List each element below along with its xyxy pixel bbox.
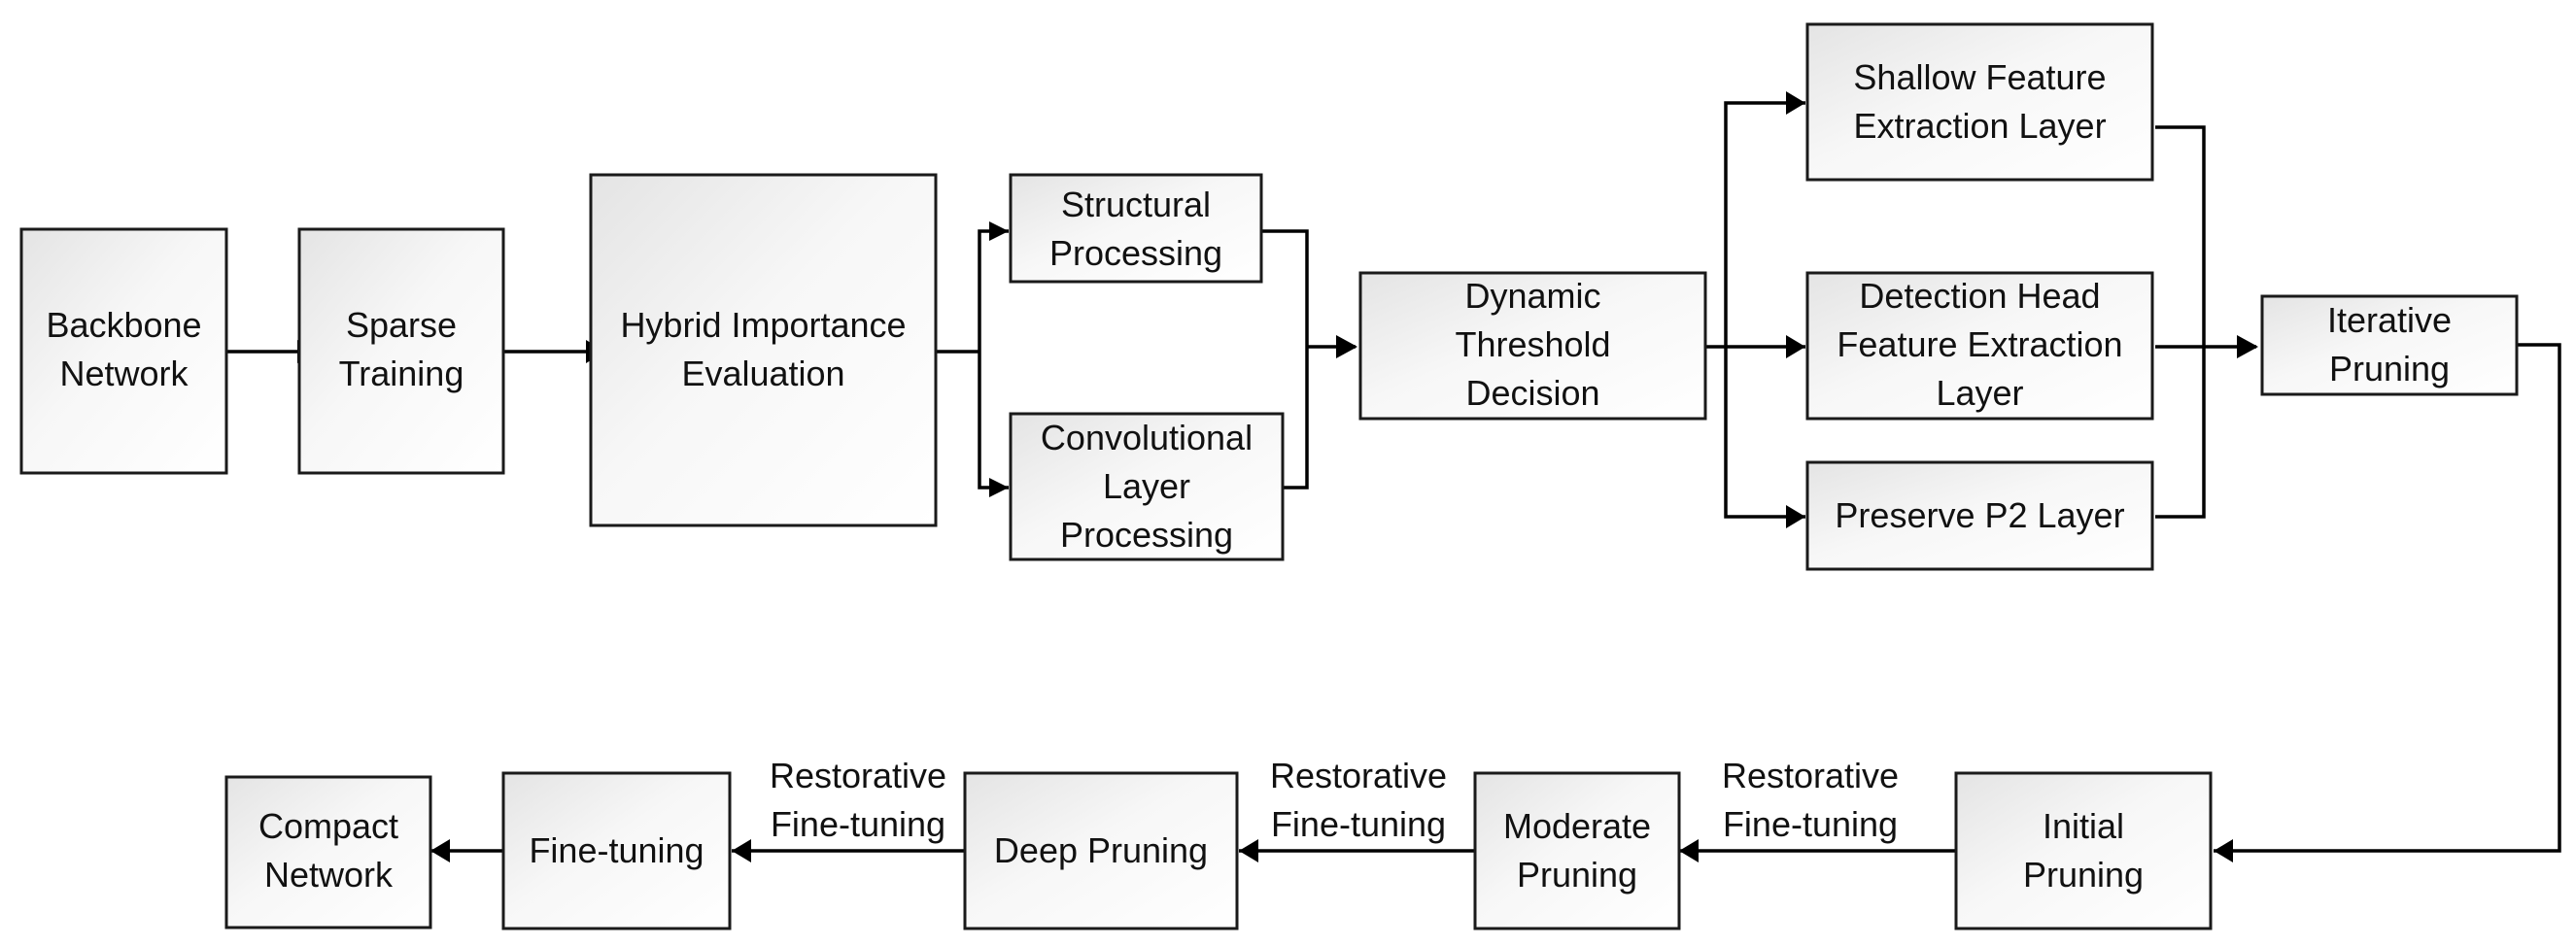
node-label-line: Compact (258, 806, 398, 846)
node-label-line: Decision (1465, 373, 1599, 413)
connector-merge-to-iterative (2155, 125, 2256, 519)
edge-label-line: Fine-tuning (1723, 804, 1898, 844)
node-label-line: Preserve P2 Layer (1835, 495, 2124, 535)
connector-dynamic-split (1705, 101, 1805, 519)
node-label-line: Network (59, 354, 189, 393)
node-label-line: Initial (2043, 806, 2124, 846)
node-fine-tuning: Fine-tuning (501, 771, 732, 930)
edge-label-line: Fine-tuning (771, 804, 945, 844)
node-label-line: Pruning (2023, 855, 2144, 895)
arrowhead (1786, 91, 1805, 115)
node-label-line: Dynamic (1464, 276, 1600, 316)
node-deep-pruning: Deep Pruning (963, 771, 1239, 930)
arrowhead (1679, 839, 1699, 862)
arrowhead (2237, 335, 2258, 358)
node-label-line: Pruning (1517, 855, 1637, 895)
node-label-line: Extraction Layer (1853, 106, 2106, 146)
node-shallow-feature-extraction-layer: Shallow Feature Extraction Layer (1805, 22, 2154, 182)
arrowhead (430, 839, 450, 862)
edge-label-initial-to-moderate: Restorative Fine-tuning (1722, 756, 1899, 844)
node-label-line: Detection Head (1859, 276, 2100, 316)
edge-label-line: Restorative (770, 756, 946, 795)
node-label-line: Network (264, 855, 394, 895)
node-hybrid-importance-evaluation: Hybrid Importance Evaluation (589, 173, 938, 527)
arrowhead (732, 839, 751, 862)
arrowhead (989, 478, 1009, 497)
node-dynamic-threshold-decision: Dynamic Threshold Decision (1358, 271, 1707, 421)
node-label-line: Processing (1060, 515, 1233, 555)
arrowhead (1786, 505, 1805, 528)
arrowhead (989, 221, 1009, 241)
node-initial-pruning: Initial Pruning (1954, 771, 2213, 930)
node-label-line: Structural (1061, 185, 1211, 224)
node-compact-network: Compact Network (224, 775, 432, 929)
node-label-line: Feature Extraction (1837, 324, 2122, 364)
node-structural-processing: Structural Processing (1009, 173, 1263, 284)
node-label-line: Hybrid Importance (620, 305, 906, 345)
node-label-line: Pruning (2329, 349, 2450, 389)
edge-label-line: Fine-tuning (1271, 804, 1446, 844)
node-convolutional-layer-processing: Convolutional Layer Processing (1009, 412, 1285, 561)
node-iterative-pruning: Iterative Pruning (2260, 294, 2519, 396)
node-preserve-p2-layer: Preserve P2 Layer (1805, 460, 2154, 571)
arrowhead (1786, 335, 1805, 358)
node-label-line: Backbone (46, 305, 201, 345)
connectors (226, 91, 2561, 862)
node-label-line: Training (339, 354, 464, 393)
node-label-line: Layer (1103, 466, 1190, 506)
arrowhead (2214, 839, 2233, 862)
edge-label-line: Restorative (1270, 756, 1447, 795)
edge-label-line: Restorative (1722, 756, 1899, 795)
edge-label-deep-to-finetune: Restorative Fine-tuning (770, 756, 946, 844)
node-label-line: Shallow Feature (1853, 57, 2106, 97)
edge-label-moderate-to-deep: Restorative Fine-tuning (1270, 756, 1447, 844)
node-label-line: Layer (1936, 373, 2023, 413)
node-label-line: Convolutional (1041, 418, 1253, 457)
node-label-line: Deep Pruning (994, 830, 1208, 870)
arrowhead (1239, 839, 1258, 862)
node-label-line: Threshold (1455, 324, 1610, 364)
connector-iterative-to-initial (2214, 343, 2561, 853)
node-backbone-network: Backbone Network (19, 227, 228, 475)
connector-hybrid-split (936, 229, 1009, 490)
node-label-line: Processing (1049, 233, 1222, 273)
arrowhead (1336, 335, 1357, 358)
node-label-line: Evaluation (681, 354, 844, 393)
node-label-line: Fine-tuning (529, 830, 704, 870)
node-label-line: Moderate (1503, 806, 1651, 846)
node-moderate-pruning: Moderate Pruning (1473, 771, 1681, 930)
node-detection-head-feature-extraction-layer: Detection Head Feature Extraction Layer (1805, 271, 2154, 421)
node-label-line: Sparse (346, 305, 457, 345)
node-sparse-training: Sparse Training (297, 227, 505, 475)
node-label-line: Iterative (2327, 300, 2452, 340)
